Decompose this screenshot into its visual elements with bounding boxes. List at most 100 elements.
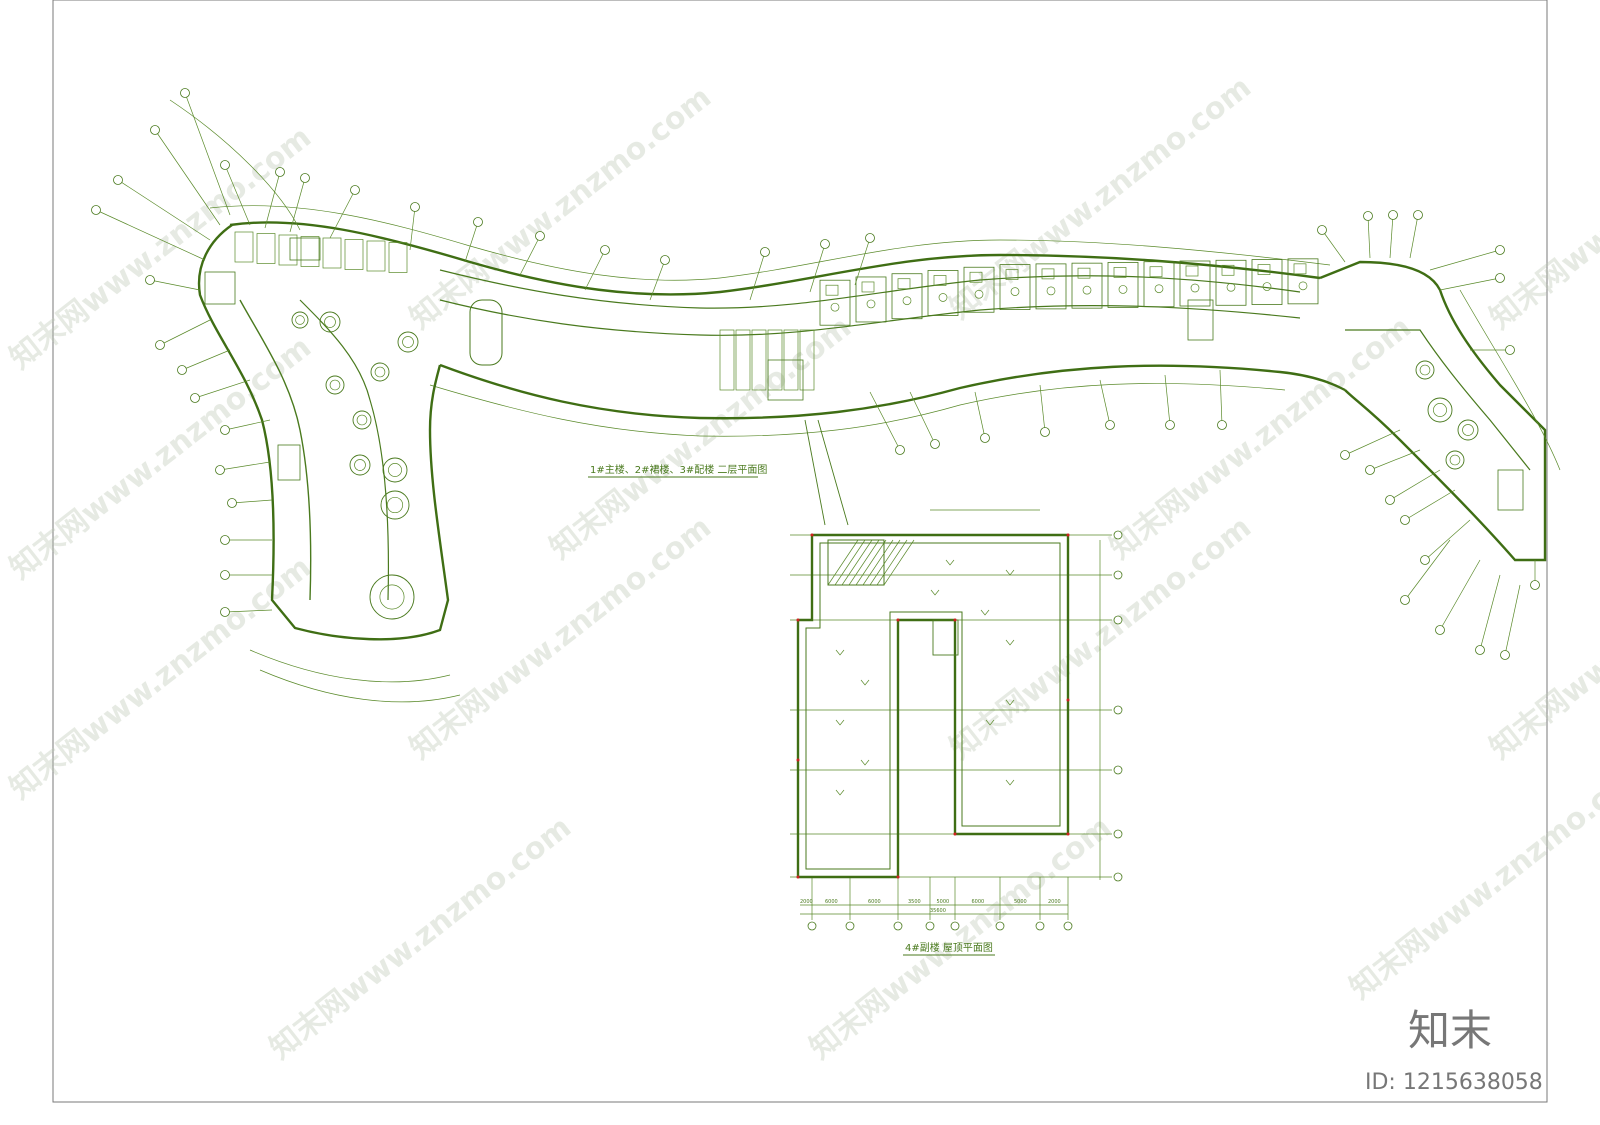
left-wing-grid-arc-1 (169, 99, 301, 231)
axis-bubble (220, 570, 230, 580)
room-fixture (902, 296, 912, 306)
axis-leader-line (909, 391, 936, 445)
axis-bubble (215, 465, 225, 475)
watermark-text: 知末网www.znzmo.com (3, 330, 318, 587)
service-room (719, 329, 735, 391)
brand-id: ID: 1215638058 (1365, 1070, 1543, 1095)
drain-arrow (835, 719, 845, 726)
main-outer-wall-north (229, 221, 1321, 296)
stair-left-1 (204, 271, 236, 305)
axis-bubble (113, 175, 123, 185)
stair-center (767, 359, 804, 401)
round-table (1457, 419, 1479, 441)
axis-leader-line (1219, 369, 1223, 426)
red-marker (953, 618, 957, 622)
roof-drain-arrows (835, 559, 1015, 796)
room-bathroom (1221, 264, 1235, 276)
axis-leader-line (809, 243, 826, 293)
round-table-top (329, 379, 341, 391)
axis-leader-line (1344, 429, 1401, 456)
roof-axis-bubble (1035, 921, 1045, 931)
axis-leader-line (181, 349, 231, 371)
hatch-line (827, 539, 859, 586)
room-bathroom (969, 271, 983, 283)
roof-dimension-label: 5000 (937, 899, 950, 905)
room-bathroom (1113, 267, 1127, 278)
axis-bubble (473, 217, 483, 227)
roof-plan-title: 4#副楼 屋顶平面图 (905, 941, 993, 954)
axis-leader-line (649, 259, 666, 301)
drain-arrow (860, 679, 870, 686)
main-gridline-south (429, 383, 1286, 437)
round-table (1427, 397, 1453, 423)
axis-bubble (1500, 650, 1510, 660)
round-table-top (354, 459, 366, 471)
watermark-text: 知末网www.znzmo.com (943, 70, 1258, 327)
axis-leader-line (224, 419, 271, 431)
hatch-line (876, 539, 908, 586)
axis-leader-line (219, 461, 271, 471)
red-marker (896, 875, 900, 879)
axis-leader-line (1039, 384, 1046, 433)
guest-room (819, 279, 851, 326)
axis-bubble (1400, 515, 1410, 525)
axis-bubble (91, 205, 101, 215)
axis-leader-line (1404, 539, 1451, 601)
axis-leader-line (519, 235, 541, 276)
axis-bubble (1420, 555, 1430, 565)
axis-leader-line (1369, 449, 1421, 471)
axis-leader-line (289, 177, 306, 233)
axis-bubble (1495, 245, 1505, 255)
axis-leader-line (409, 206, 416, 251)
guest-room (1107, 262, 1139, 308)
round-table-top (1462, 424, 1474, 436)
hatch-line (848, 539, 880, 586)
axis-bubble (535, 231, 545, 241)
axis-bubble (300, 173, 310, 183)
roof-dimension-label: 6000 (972, 899, 985, 905)
left-wing-inner-2 (299, 299, 390, 601)
axis-bubble (980, 433, 990, 443)
room-bathroom (1185, 265, 1199, 277)
main-outer-wall-south (439, 363, 1346, 420)
roof-dimension-label: 6000 (868, 899, 881, 905)
room-fixture (1118, 285, 1128, 294)
stair-blocks (204, 237, 1524, 511)
red-marker (1066, 698, 1070, 702)
axis-leader-line (1479, 574, 1501, 651)
axis-leader-line (1099, 379, 1111, 426)
axis-bubble (865, 233, 875, 243)
main-plan-title: 1#主楼、2#裙楼、3#配楼 二层平面图 (590, 463, 767, 476)
axis-bubble (410, 202, 420, 212)
room-bathroom (1005, 269, 1019, 280)
axis-leader-line (749, 251, 766, 301)
roof-axis-bubble (1113, 570, 1123, 580)
room-bathroom (897, 278, 911, 290)
axis-bubble (895, 445, 905, 455)
stair-left-3 (277, 444, 301, 481)
drain-arrow (1005, 639, 1015, 646)
guest-room (1035, 263, 1067, 310)
guest-room (855, 276, 887, 323)
axis-leader-line (1439, 559, 1481, 631)
room-fixture (1298, 281, 1308, 291)
axis-bubble (1105, 420, 1115, 430)
round-table (397, 331, 419, 353)
watermark-text: 知末网www.znzmo.com (1483, 510, 1600, 767)
round-table-top (1433, 403, 1447, 417)
guest-room (1287, 258, 1319, 305)
bridge-line-2 (817, 419, 849, 526)
hatch-line (883, 539, 915, 586)
axis-bubble (1340, 450, 1350, 460)
hatch-line (841, 539, 873, 586)
office-cell (300, 236, 320, 267)
hatch-line (834, 539, 866, 586)
axis-bubble (1413, 210, 1423, 220)
guest-room (891, 273, 923, 320)
roof-axis-bubble (893, 921, 903, 931)
watermark-text: 知末网www.znzmo.com (1343, 750, 1600, 1007)
